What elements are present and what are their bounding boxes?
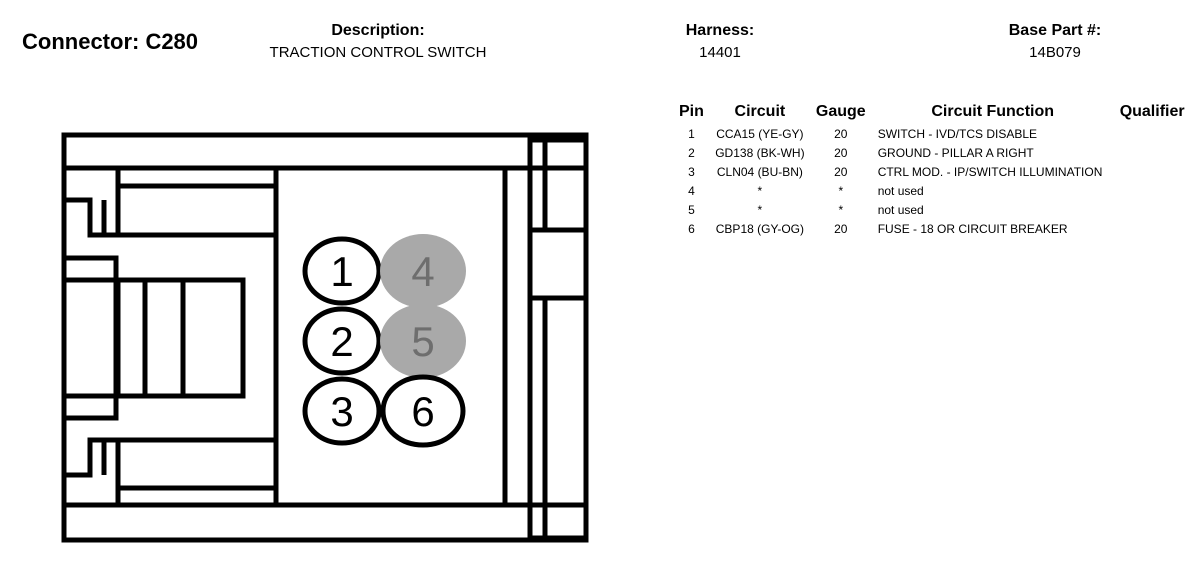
gauge-cell: * bbox=[838, 183, 844, 198]
table-row: 4 * * not used bbox=[675, 181, 1189, 200]
column-header-qualifier: Qualifier bbox=[1119, 103, 1185, 120]
pin-cell: 3 bbox=[688, 164, 695, 179]
function-cell: SWITCH - IVD/TCS DISABLE bbox=[877, 126, 1038, 141]
pin-number-label: 2 bbox=[330, 318, 353, 365]
pin-table-header: Pin Circuit Gauge Circuit Function Quali… bbox=[675, 103, 1189, 124]
column-header-circuit-function: Circuit Function bbox=[931, 103, 1055, 120]
right-upper-block bbox=[527, 137, 589, 233]
pin-number-label: 5 bbox=[411, 318, 434, 365]
circuit-cell: CBP18 (GY-OG) bbox=[715, 221, 805, 236]
pin-2: 2 bbox=[302, 306, 382, 376]
gauge-cell: 20 bbox=[834, 145, 848, 160]
pin-number-label: 4 bbox=[411, 248, 434, 295]
table-row: 1 CCA15 (YE-GY) 20 SWITCH - IVD/TCS DISA… bbox=[675, 124, 1189, 143]
function-cell: FUSE - 18 OR CIRCUIT BREAKER bbox=[877, 221, 1068, 236]
pin-cavity-circle bbox=[302, 376, 382, 446]
pin-3: 3 bbox=[302, 376, 382, 446]
base-part-value: 14B079 bbox=[1029, 44, 1081, 61]
harness-block: Harness: 14401 bbox=[660, 22, 780, 61]
column-header-pin: Pin bbox=[679, 103, 704, 120]
pin-cavity-circle bbox=[380, 234, 466, 308]
pin-number-label: 1 bbox=[330, 248, 353, 295]
base-part-label: Base Part #: bbox=[1008, 22, 1102, 39]
pin-5: 5 bbox=[380, 304, 466, 378]
right-lower-block bbox=[527, 295, 589, 541]
harness-value: 14401 bbox=[699, 44, 741, 61]
column-header-gauge: Gauge bbox=[815, 103, 866, 120]
pin-cell: 4 bbox=[688, 183, 695, 198]
connector-title: Connector: C280 bbox=[22, 29, 199, 54]
qualifier-cell bbox=[1116, 181, 1189, 200]
pin-cavity-circle bbox=[302, 236, 382, 306]
table-row: 6 CBP18 (GY-OG) 20 FUSE - 18 OR CIRCUIT … bbox=[675, 219, 1189, 238]
table-row: 2 GD138 (BK-WH) 20 GROUND - PILLAR A RIG… bbox=[675, 143, 1189, 162]
qualifier-cell bbox=[1116, 162, 1189, 181]
circuit-cell: CLN04 (BU-BN) bbox=[716, 164, 803, 179]
lower-latch-tab bbox=[64, 437, 276, 478]
description-value: TRACTION CONTROL SWITCH bbox=[269, 44, 487, 61]
function-cell: GROUND - PILLAR A RIGHT bbox=[877, 145, 1034, 160]
function-cell: not used bbox=[877, 202, 924, 217]
gauge-cell: 20 bbox=[834, 221, 848, 236]
pin-cell: 6 bbox=[688, 221, 695, 236]
qualifier-cell bbox=[1116, 124, 1189, 143]
pin-cell: 2 bbox=[688, 145, 695, 160]
column-header-circuit: Circuit bbox=[734, 103, 786, 120]
pin-number-label: 3 bbox=[330, 388, 353, 435]
table-row: 5 * * not used bbox=[675, 200, 1189, 219]
description-label: Description: bbox=[331, 22, 425, 39]
circuit-cell: GD138 (BK-WH) bbox=[715, 145, 805, 160]
connector-face-diagram: 1 2 3 4 5 6 bbox=[61, 132, 589, 543]
pin-cell: 1 bbox=[688, 126, 695, 141]
pin-6: 6 bbox=[380, 374, 466, 448]
function-cell: not used bbox=[877, 183, 924, 198]
qualifier-cell bbox=[1116, 143, 1189, 162]
pin-cavity-circle bbox=[380, 304, 466, 378]
gauge-cell: 20 bbox=[834, 164, 848, 179]
pin-number-label: 6 bbox=[411, 388, 434, 435]
pin-1: 1 bbox=[302, 236, 382, 306]
circuit-cell: * bbox=[757, 183, 763, 198]
description-block: Description: TRACTION CONTROL SWITCH bbox=[240, 22, 516, 61]
circuit-cell: * bbox=[757, 202, 763, 217]
connector-housing bbox=[61, 132, 589, 543]
table-row: 3 CLN04 (BU-BN) 20 CTRL MOD. - IP/SWITCH… bbox=[675, 162, 1189, 181]
function-cell: CTRL MOD. - IP/SWITCH ILLUMINATION bbox=[877, 164, 1103, 179]
upper-latch-tab bbox=[64, 197, 276, 238]
pin-cavity-circle bbox=[380, 374, 466, 448]
qualifier-cell bbox=[1116, 219, 1189, 238]
gauge-cell: * bbox=[838, 202, 844, 217]
pin-cell: 5 bbox=[688, 202, 695, 217]
gauge-cell: 20 bbox=[834, 126, 848, 141]
pin-4: 4 bbox=[380, 234, 466, 308]
circuit-cell: CCA15 (YE-GY) bbox=[716, 126, 804, 141]
pin-table: Pin Circuit Gauge Circuit Function Quali… bbox=[675, 103, 1189, 238]
harness-label: Harness: bbox=[685, 22, 755, 39]
base-part-block: Base Part #: 14B079 bbox=[990, 22, 1120, 61]
qualifier-cell bbox=[1116, 200, 1189, 219]
pin-cavity-circle bbox=[302, 306, 382, 376]
